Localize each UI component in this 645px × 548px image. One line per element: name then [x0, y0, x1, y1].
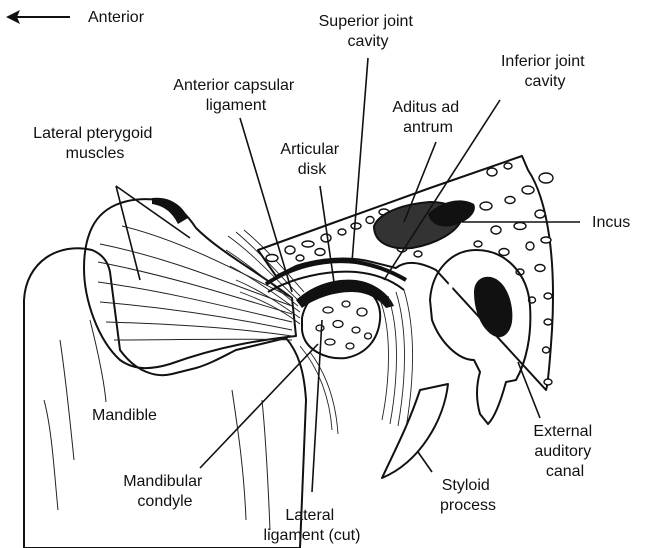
incus-label: Incus [592, 214, 630, 231]
temporal-bone [258, 156, 553, 390]
superior-joint-cavity-label: Superior joint cavity [319, 13, 418, 50]
mandibular-condyle-label: Mandibular condyle [123, 473, 207, 510]
labels: Superior joint cavity Inferior joint cav… [33, 13, 630, 544]
leader-mandibular-condyle [200, 344, 318, 468]
mandibular-condyle [302, 284, 380, 358]
leader-superior-joint-cavity [352, 58, 368, 262]
leader-articular-disk [320, 186, 334, 282]
styloid-process-label: Styloid process [440, 477, 496, 514]
lateral-pterygoid-muscles-label: Lateral pterygoid muscles [33, 125, 157, 162]
external-auditory-canal-label: External auditory canal [533, 423, 596, 480]
anterior-capsular-ligament-label: Anterior capsular ligament [173, 77, 298, 114]
anterior-label: Anterior [88, 9, 145, 26]
anterior-direction: Anterior [6, 9, 145, 26]
leader-lines [116, 58, 580, 492]
mandible-label: Mandible [92, 407, 157, 424]
left-arrow-icon [6, 10, 70, 24]
leader-styloid-process [418, 452, 432, 472]
styloid-process [382, 384, 448, 478]
lateral-ligament-cut-label: Lateral ligament (cut) [264, 507, 361, 544]
inferior-joint-cavity-label: Inferior joint cavity [501, 53, 589, 90]
aditus-ad-antrum-label: Aditus ad antrum [392, 99, 463, 136]
articular-disk-label: Articular disk [280, 141, 343, 178]
